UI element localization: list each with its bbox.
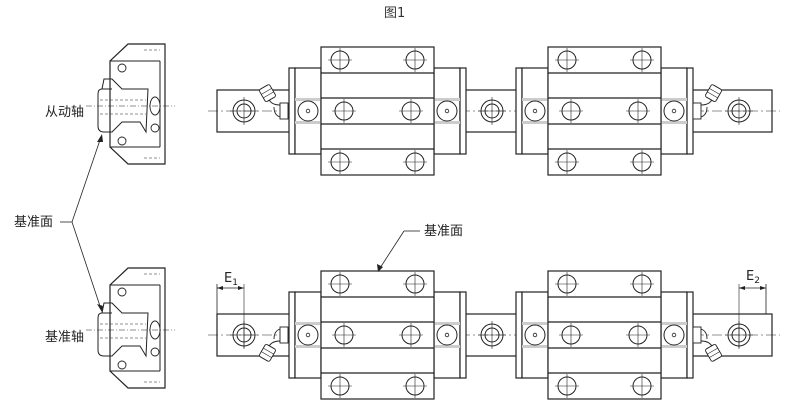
e2-subscript: 2 [754,276,760,286]
arrow-head-reference-top [377,264,383,272]
driven-rail-assembly [208,47,780,175]
label-driven-shaft: 从动轴 [45,105,84,120]
arrow-head-bottom [97,304,103,312]
svg-text:E1: E1 [224,271,238,288]
svg-text:E2: E2 [746,269,760,286]
e2-letter: E [746,269,754,284]
leader-reference-surface-left [60,139,101,307]
label-reference-shaft: 基准轴 [45,330,84,345]
reference-rail-assembly [208,271,780,399]
e1-subscript: 1 [232,278,238,288]
label-reference-surface-left: 基准面 [14,215,53,230]
figure-title: 图1 [384,6,405,21]
end-view-driven-block [85,43,176,165]
dimension-e2: E2 [738,269,767,348]
e1-letter: E [224,271,232,286]
arrow-head-top [97,134,103,142]
end-view-reference-block [85,267,176,389]
dimension-e1: E1 [216,271,245,348]
label-reference-surface-top: 基准面 [424,224,463,239]
leader-reference-surface-top [379,230,420,269]
